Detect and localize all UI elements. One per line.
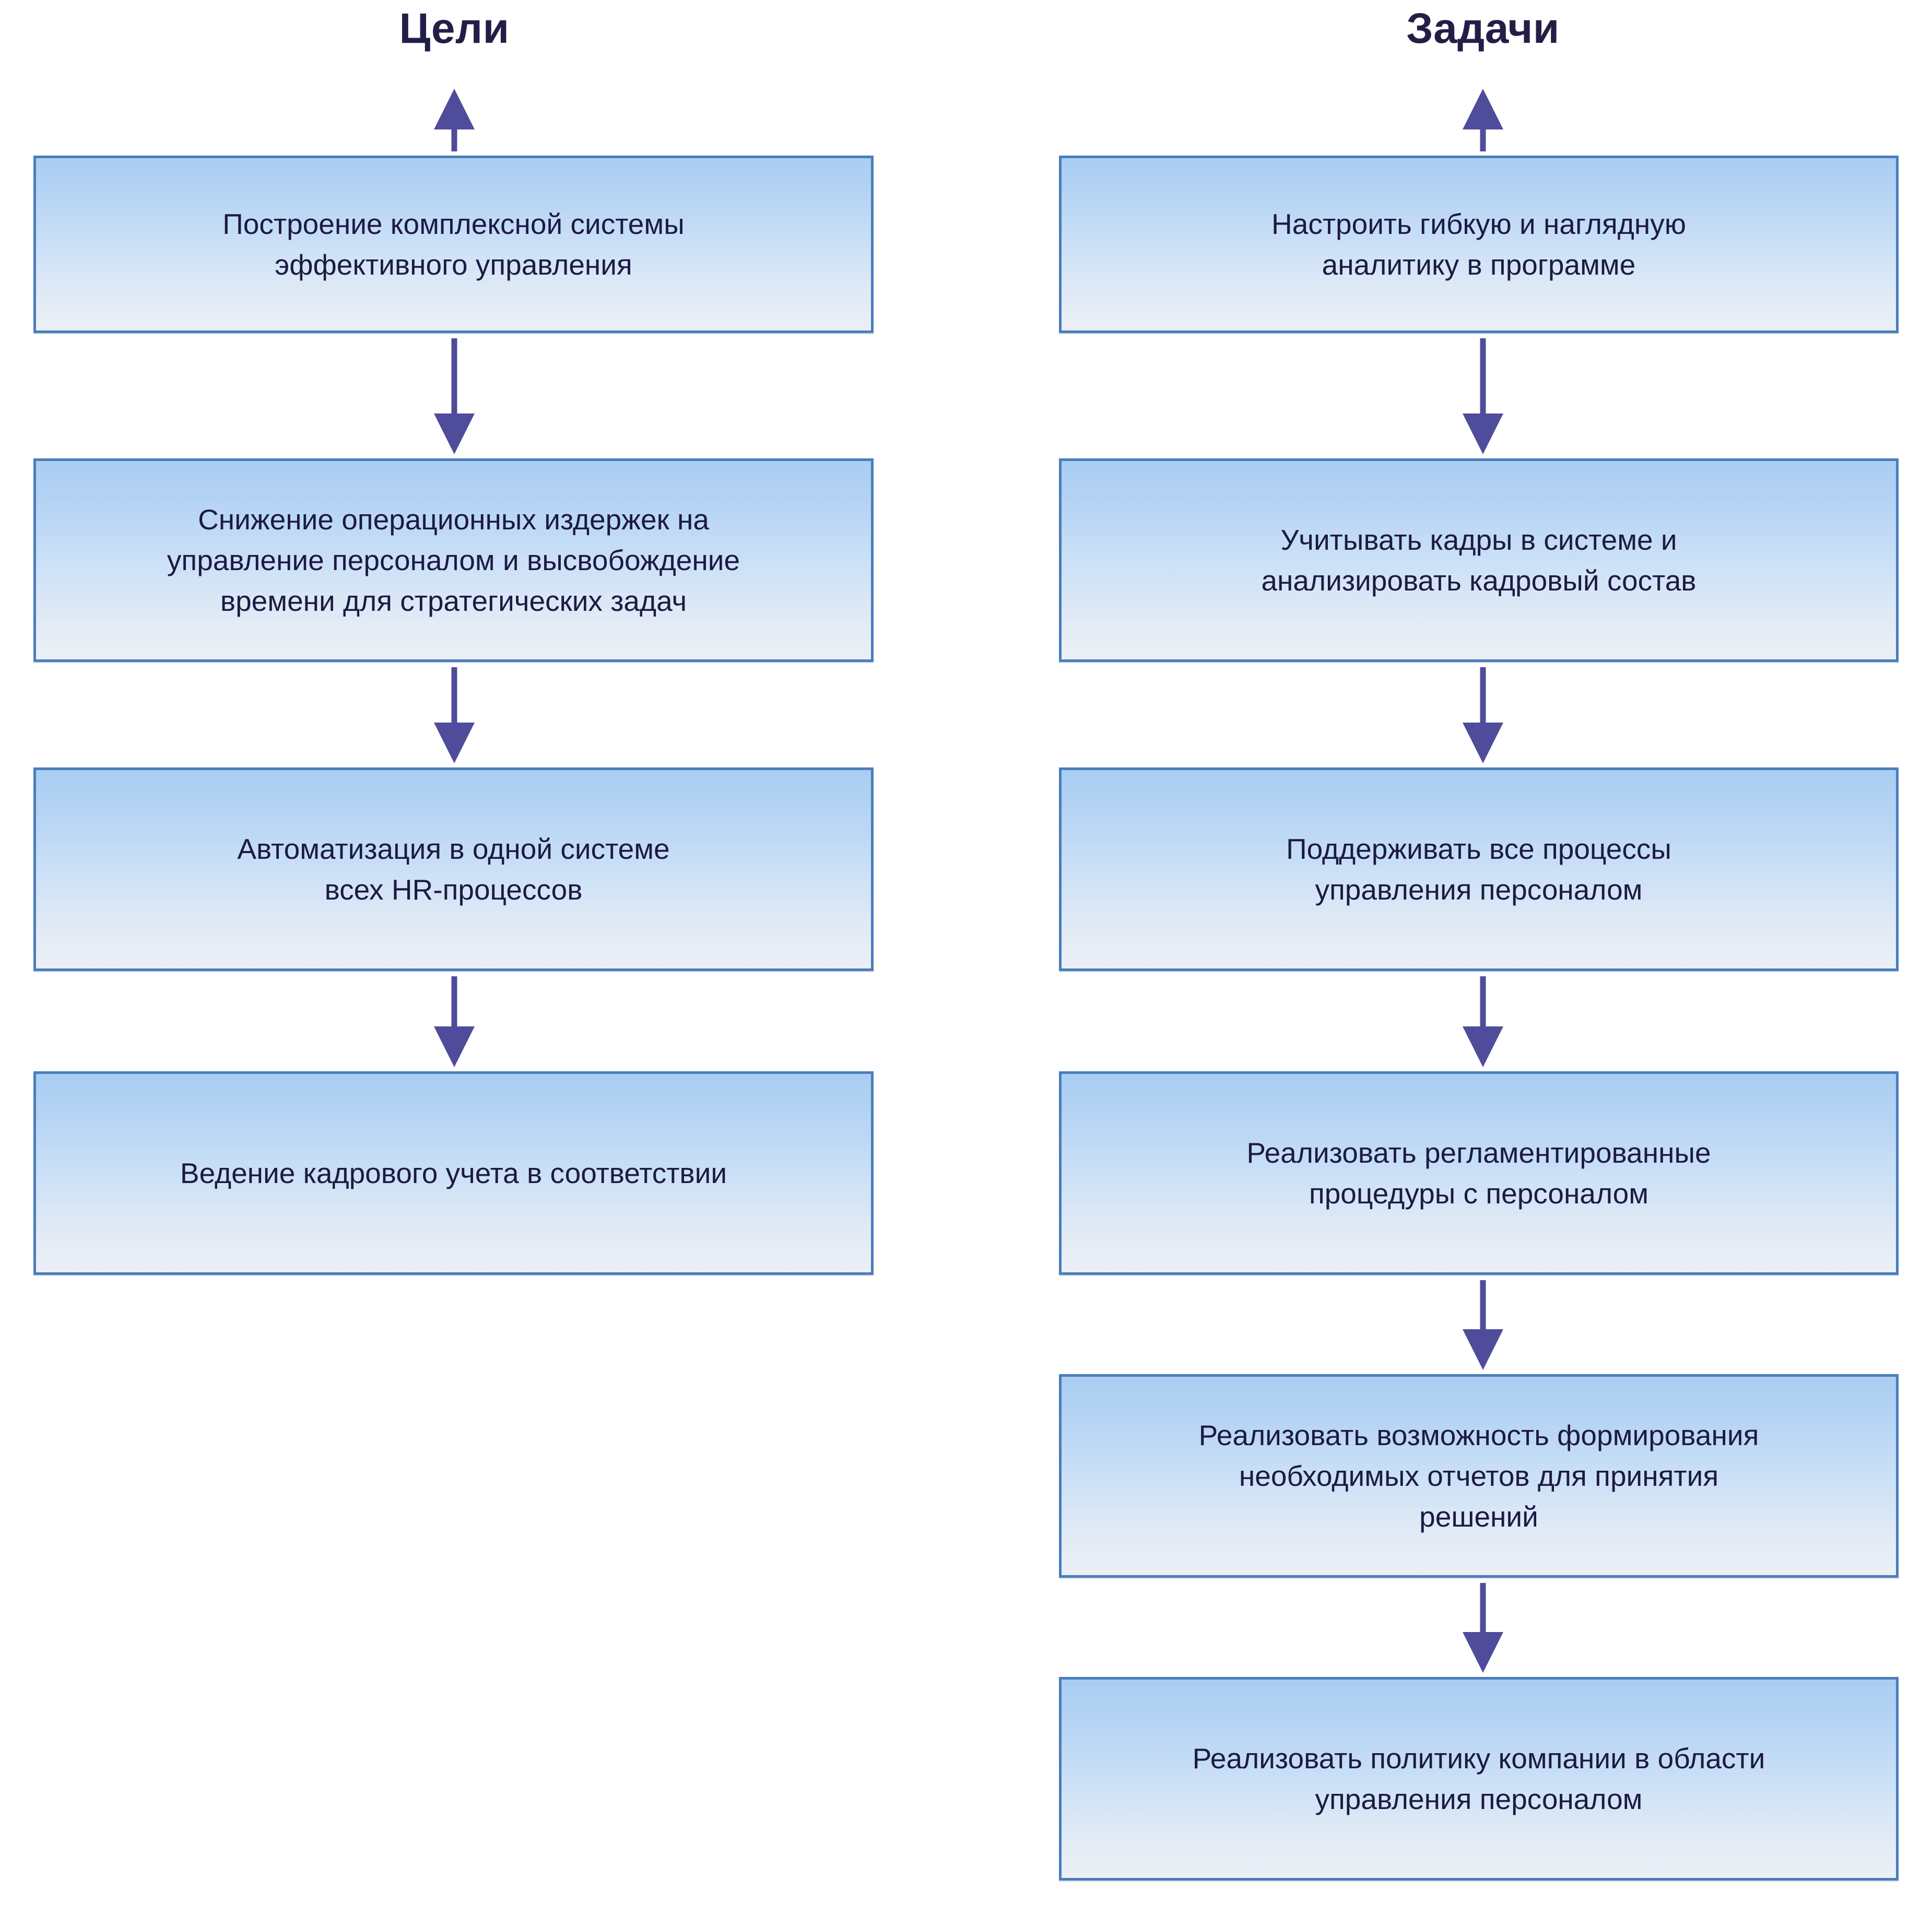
flow-box-label: Реализовать регламентированные процедуры…: [1246, 1136, 1711, 1210]
arrowhead-icon: [434, 723, 475, 763]
arrowhead-icon: [1463, 1026, 1503, 1067]
arrowhead-icon: [1463, 723, 1503, 763]
connector-arrow-tasks-4: [1452, 1280, 1514, 1370]
arrow-stem: [1480, 338, 1486, 413]
flow-box-tasks-2[interactable]: Учитывать кадры в системе и анализироват…: [1059, 458, 1899, 662]
flow-box-label: Реализовать политику компании в области …: [1192, 1742, 1765, 1815]
arrow-stem: [1480, 129, 1486, 151]
arrowhead-icon: [434, 89, 475, 129]
arrow-stem: [451, 338, 457, 413]
flow-box-goals-4[interactable]: Ведение кадрового учета в соответствии: [33, 1071, 874, 1275]
arrowhead-icon: [434, 413, 475, 454]
arrow-stem: [451, 667, 457, 723]
flow-box-label: Снижение операционных издержек на управл…: [167, 503, 740, 618]
arrow-stem: [1480, 667, 1486, 723]
entry-arrow-tasks: [1452, 89, 1514, 151]
arrowhead-icon: [1463, 413, 1503, 454]
column-title-goals: Цели: [399, 5, 510, 52]
arrowhead-icon: [1463, 89, 1503, 129]
entry-arrow-goals: [423, 89, 486, 151]
flow-box-label: Построение комплексной системы эффективн…: [222, 207, 685, 281]
flow-box-goals-2[interactable]: Снижение операционных издержек на управл…: [33, 458, 874, 662]
connector-arrow-goals-1: [423, 338, 486, 454]
connector-arrow-tasks-3: [1452, 976, 1514, 1067]
flow-box-label: Ведение кадрового учета в соответствии: [180, 1156, 727, 1189]
flow-box-tasks-6[interactable]: Реализовать политику компании в области …: [1059, 1677, 1899, 1881]
flow-box-label: Поддерживать все процессы управления пер…: [1286, 832, 1671, 906]
arrowhead-icon: [1463, 1632, 1503, 1673]
flow-box-tasks-5[interactable]: Реализовать возможность формирования нео…: [1059, 1374, 1899, 1578]
arrow-stem: [1480, 1583, 1486, 1632]
connector-arrow-goals-3: [423, 976, 486, 1067]
flow-box-label: Реализовать возможность формирования нео…: [1198, 1418, 1759, 1533]
flow-box-label: Настроить гибкую и наглядную аналитику в…: [1271, 207, 1686, 281]
connector-arrow-tasks-1: [1452, 338, 1514, 454]
arrow-stem: [451, 976, 457, 1026]
flow-box-tasks-3[interactable]: Поддерживать все процессы управления пер…: [1059, 767, 1899, 971]
arrow-stem: [1480, 976, 1486, 1026]
arrow-stem: [451, 129, 457, 151]
flow-box-goals-3[interactable]: Автоматизация в одной системе всех HR-пр…: [33, 767, 874, 971]
flow-box-tasks-4[interactable]: Реализовать регламентированные процедуры…: [1059, 1071, 1899, 1275]
connector-arrow-tasks-2: [1452, 667, 1514, 763]
connector-arrow-goals-2: [423, 667, 486, 763]
arrowhead-icon: [434, 1026, 475, 1067]
arrow-stem: [1480, 1280, 1486, 1329]
connector-arrow-tasks-5: [1452, 1583, 1514, 1673]
flow-box-label: Учитывать кадры в системе и анализироват…: [1261, 523, 1697, 597]
flow-box-tasks-1[interactable]: Настроить гибкую и наглядную аналитику в…: [1059, 156, 1899, 333]
flow-box-label: Автоматизация в одной системе всех HR-пр…: [237, 832, 670, 906]
arrowhead-icon: [1463, 1329, 1503, 1370]
flow-box-goals-1[interactable]: Построение комплексной системы эффективн…: [33, 156, 874, 333]
column-title-tasks: Задачи: [1406, 5, 1560, 52]
